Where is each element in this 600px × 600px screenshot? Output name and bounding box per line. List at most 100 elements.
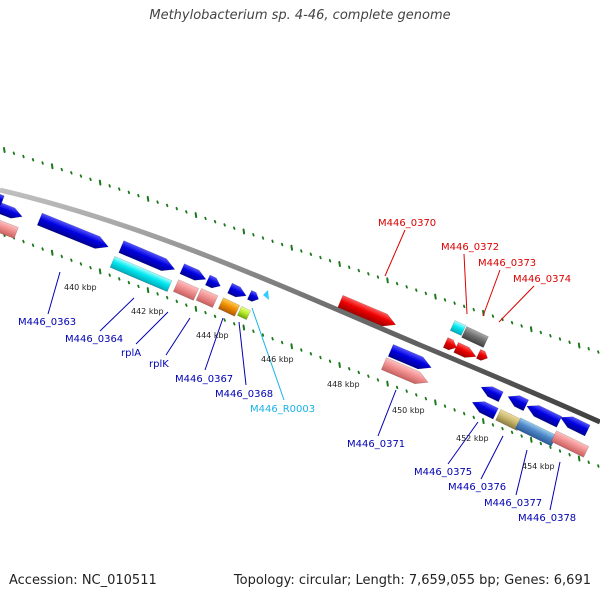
leader-line: [498, 285, 535, 323]
scale-tick: [577, 342, 581, 349]
gene-feature[interactable]: [204, 274, 222, 291]
gene-feature-M446_0375[interactable]: [470, 397, 499, 420]
gene-feature[interactable]: [0, 219, 19, 239]
scale-tick: [491, 423, 495, 427]
leader-line: [463, 253, 468, 315]
gene-label[interactable]: M446_0377: [484, 498, 542, 509]
gene-label[interactable]: M446_0363: [18, 317, 76, 328]
gene-feature-M446_0364[interactable]: [118, 240, 177, 276]
gene-feature[interactable]: [558, 412, 591, 437]
scale-tick: [462, 304, 466, 309]
scale-tick: [424, 396, 428, 401]
gene-feature-rplA[interactable]: [172, 279, 200, 301]
gene-label[interactable]: M446_0368: [215, 389, 273, 400]
scale-tick: [223, 318, 226, 322]
gene-feature-M446_0368[interactable]: [237, 306, 251, 320]
scale-tick: [233, 322, 236, 326]
gene-feature[interactable]: [479, 382, 504, 403]
scale-tick: [367, 374, 370, 378]
scale-tick: [79, 262, 83, 266]
scale-tick: [597, 350, 600, 354]
scale-tick: [31, 158, 35, 162]
scale-tick: [146, 287, 150, 294]
gene-feature[interactable]: [0, 190, 5, 206]
gene-feature-M446_0371[interactable]: [387, 344, 434, 373]
gene-label[interactable]: M446_0364: [65, 334, 123, 345]
scale-tick: [22, 239, 25, 244]
scale-tick: [386, 380, 389, 387]
gene-feature[interactable]: [247, 290, 260, 303]
gene-feature[interactable]: [476, 349, 489, 362]
scale-tick: [577, 455, 581, 462]
gene-feature[interactable]: [179, 263, 208, 285]
scale-tick: [3, 147, 6, 153]
scale-tick: [98, 268, 102, 275]
scale-tick: [280, 340, 284, 345]
scale-tick: [549, 334, 552, 338]
gene-feature-M446_0376[interactable]: [495, 409, 523, 431]
gene-feature-M446_0378[interactable]: [550, 430, 590, 458]
scale-tick: [79, 174, 83, 178]
gene-label[interactable]: rplA: [121, 348, 141, 359]
gene-feature[interactable]: [0, 201, 24, 222]
gene-label[interactable]: M446_0376: [448, 482, 506, 493]
scale-tick: [280, 242, 284, 247]
scale-tick: [415, 288, 418, 292]
scale-tick: [424, 291, 428, 296]
scale-label: 442 kbp: [131, 307, 164, 316]
gene-feature-M446_0370[interactable]: [337, 294, 398, 330]
gene-feature-M446_R0003[interactable]: [263, 290, 269, 300]
scale-tick: [300, 249, 303, 253]
gene-label[interactable]: M446_0372: [441, 242, 499, 253]
leader-line: [204, 317, 224, 371]
gene-feature[interactable]: [453, 342, 479, 361]
gene-label[interactable]: M446_0373: [478, 258, 536, 269]
scale-tick: [453, 301, 456, 305]
gene-feature-M446_0373[interactable]: [461, 326, 489, 348]
scale-tick: [108, 184, 111, 188]
gene-feature-M446_0363[interactable]: [36, 212, 110, 253]
gene-feature-M446_0372[interactable]: [449, 320, 467, 336]
leader-line: [47, 271, 61, 315]
scale-tick: [261, 236, 265, 240]
scale-tick: [539, 441, 543, 446]
gene-label[interactable]: M446_0375: [414, 467, 472, 478]
gene-label[interactable]: M446_R0003: [250, 404, 315, 415]
scale-tick: [338, 261, 341, 268]
gene-feature-cyan[interactable]: [109, 256, 173, 292]
gene-label[interactable]: M446_0374: [513, 274, 571, 285]
outer-scale-ticks: [3, 147, 600, 354]
gene-feature-rplK[interactable]: [195, 288, 219, 308]
leader-line: [99, 297, 135, 332]
scale-tick: [165, 295, 169, 300]
scale-tick: [319, 355, 322, 360]
scale-tick: [252, 329, 255, 333]
scale-tick: [271, 337, 274, 341]
gene-feature-M446_0367[interactable]: [217, 297, 241, 317]
scale-label: 446 kbp: [261, 355, 294, 364]
gene-label[interactable]: M446_0367: [175, 374, 233, 385]
leader-line: [251, 307, 285, 401]
gene-feature[interactable]: [381, 357, 430, 389]
gene-label[interactable]: M446_0378: [518, 513, 576, 524]
gene-label[interactable]: M446_0370: [378, 218, 436, 229]
leader-line: [135, 311, 169, 345]
scale-tick: [165, 203, 169, 208]
gene-feature-M446_0374[interactable]: [442, 337, 459, 352]
gene-feature[interactable]: [227, 282, 249, 301]
scale-tick: [89, 177, 92, 182]
scale-label: 450 kbp: [392, 406, 425, 415]
scale-tick: [453, 408, 456, 412]
gene-label[interactable]: rplK: [149, 359, 169, 370]
scale-tick: [529, 436, 533, 443]
gene-feature[interactable]: [505, 391, 529, 412]
scale-tick: [156, 292, 159, 296]
gene-feature-M446_0377[interactable]: [515, 417, 557, 447]
scale-tick: [405, 389, 408, 393]
gene-label[interactable]: M446_0371: [347, 439, 405, 450]
scale-tick: [271, 239, 274, 243]
genome-backbone: [0, 187, 600, 425]
gene-feature[interactable]: [524, 401, 563, 428]
scale-tick: [328, 259, 332, 263]
